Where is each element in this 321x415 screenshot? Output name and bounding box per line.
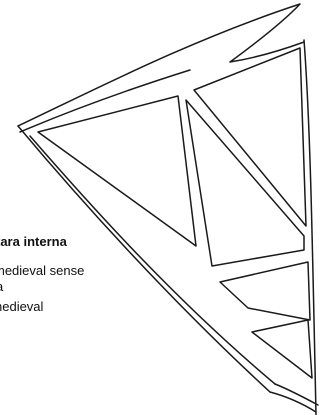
cell-lower (220, 262, 310, 320)
outer-border-curve (18, 4, 304, 126)
cell-middle-long (186, 100, 304, 266)
cell-bottom-triangle (252, 320, 312, 378)
cell-upper-right (194, 48, 306, 226)
outer-border-top (20, 70, 190, 132)
tail-stroke-1 (270, 392, 316, 412)
outer-border-left-inner (30, 136, 275, 384)
